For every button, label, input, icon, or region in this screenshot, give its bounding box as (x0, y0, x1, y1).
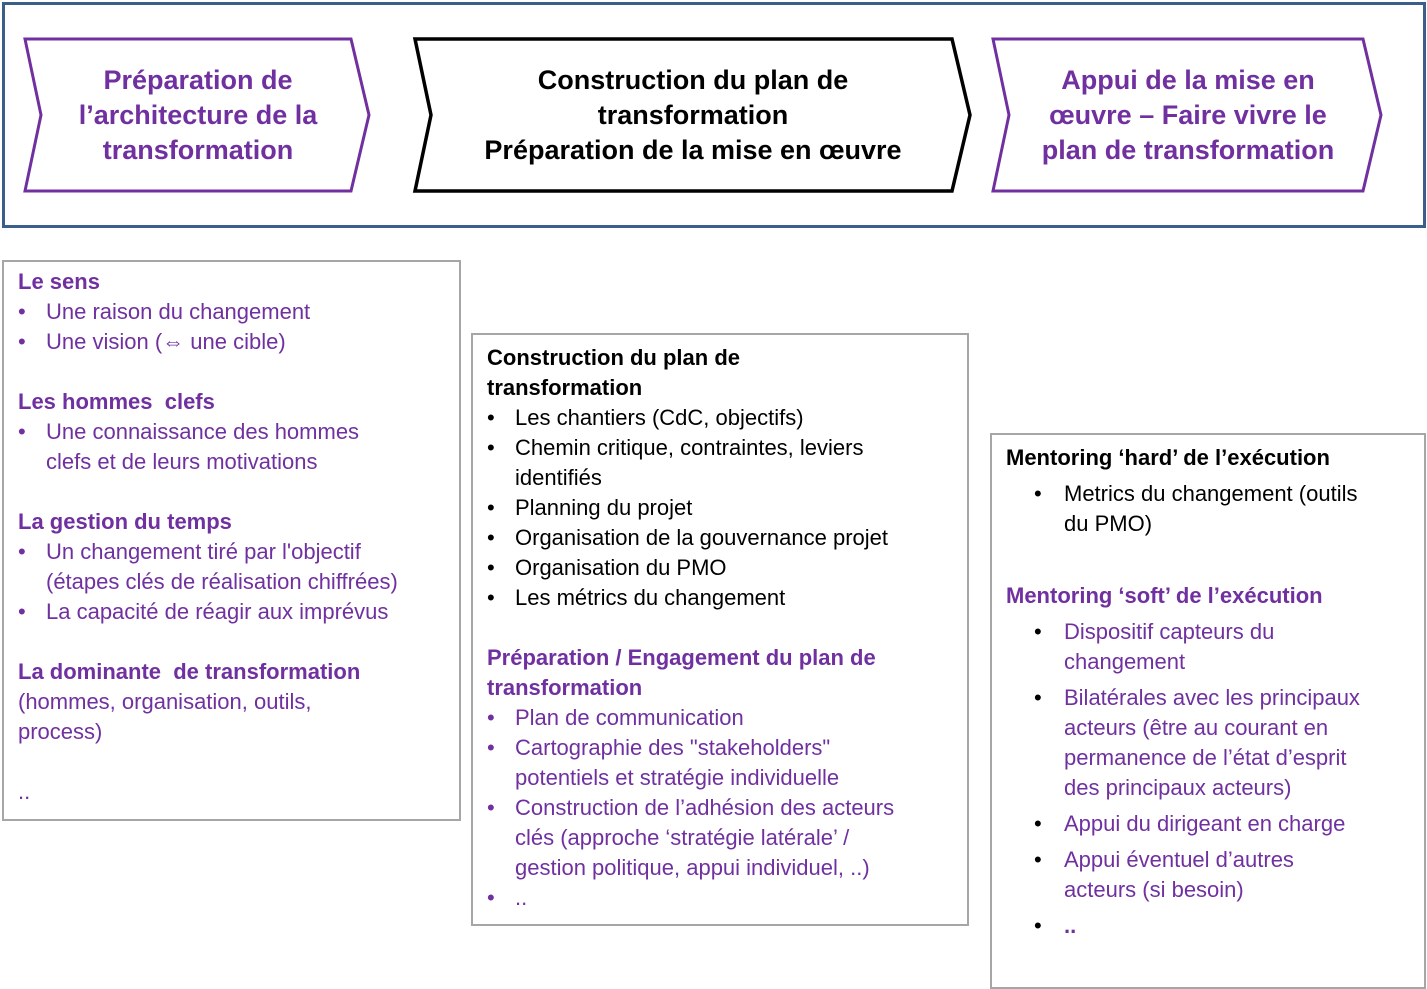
section-heading: Mentoring ‘hard’ de l’exécution (1006, 445, 1330, 470)
section-heading: transformation (487, 375, 643, 400)
bullet-list: •Les chantiers (CdC, objectifs) •Chemin … (487, 403, 961, 613)
chevron-shape-icon (23, 37, 371, 193)
engagement-section: Préparation / Engagement du plan de tran… (487, 643, 961, 913)
section-heading: Le sens (18, 269, 100, 294)
section-heading: Mentoring ‘soft’ de l’exécution (1006, 583, 1323, 608)
list-item: •Plan de communication (487, 705, 744, 730)
list-item: •La capacité de réagir aux imprévus (18, 599, 389, 624)
soft-mentoring-section: Mentoring ‘soft’ de l’exécution •Disposi… (1006, 581, 1418, 941)
hard-mentoring-section: Mentoring ‘hard’ de l’exécution •Metrics… (1006, 443, 1418, 539)
appui-details-box: Mentoring ‘hard’ de l’exécution •Metrics… (990, 433, 1426, 989)
bullet-list: •Une raison du changement •Une vision (⇔… (18, 297, 453, 357)
section-heading: La gestion du temps (18, 509, 232, 534)
ellipsis: .. (18, 779, 31, 804)
bullet-list: •Plan de communication •Cartographie des… (487, 703, 961, 913)
list-item: •.. (487, 885, 528, 910)
section-heading: Préparation / Engagement du plan de (487, 645, 876, 670)
section-text: (hommes, organisation, outils, (18, 689, 312, 714)
list-item: •Appui du dirigeant en charge (1034, 811, 1346, 836)
section-heading: Construction du plan de (487, 345, 740, 370)
chevron-shape-icon (412, 37, 972, 193)
list-item: •Les métrics du changement (487, 585, 786, 610)
list-item: •Une raison du changement (18, 299, 311, 324)
section-heading: Les hommes clefs (18, 389, 215, 414)
list-item: •Un changement tiré par l'objectif(étape… (18, 539, 398, 594)
list-item: •Planning du projet (487, 495, 693, 520)
chevron-shape-icon (991, 37, 1383, 193)
list-item: •Cartographie des "stakeholders"potentie… (487, 735, 840, 790)
list-item: •Les chantiers (CdC, objectifs) (487, 405, 804, 430)
architecture-details-box: Le sens •Une raison du changement •Une v… (2, 260, 461, 821)
phase-label: Préparation de l’architecture de la tran… (78, 64, 318, 165)
bullet-list: •Un changement tiré par l'objectif(étape… (18, 537, 453, 627)
section-text: process) (18, 719, 103, 744)
list-item: •Organisation de la gouvernance projet (487, 525, 889, 550)
phase-chevron-architecture: Préparation de l’architecture de la tran… (23, 36, 373, 194)
list-item: •Une vision (⇔ une cible) (18, 329, 286, 354)
construction-section: Construction du plan de transformation •… (487, 343, 961, 613)
construction-details-box: Construction du plan de transformation •… (471, 333, 969, 926)
phase-label: Appui de la mise en œuvre – Faire vivre … (1041, 64, 1335, 165)
process-frame (2, 2, 1426, 228)
section-heading: La dominante de transformation (18, 659, 361, 684)
phase-chevron-appui: Appui de la mise en œuvre – Faire vivre … (991, 36, 1385, 194)
phase-chevron-construction: Construction du plan de transformation P… (412, 36, 974, 194)
list-item: •Organisation du PMO (487, 555, 727, 580)
list-item: •.. (1034, 913, 1077, 938)
phase-label: Construction du plan de transformation P… (484, 64, 902, 165)
section-heading: transformation (487, 675, 643, 700)
